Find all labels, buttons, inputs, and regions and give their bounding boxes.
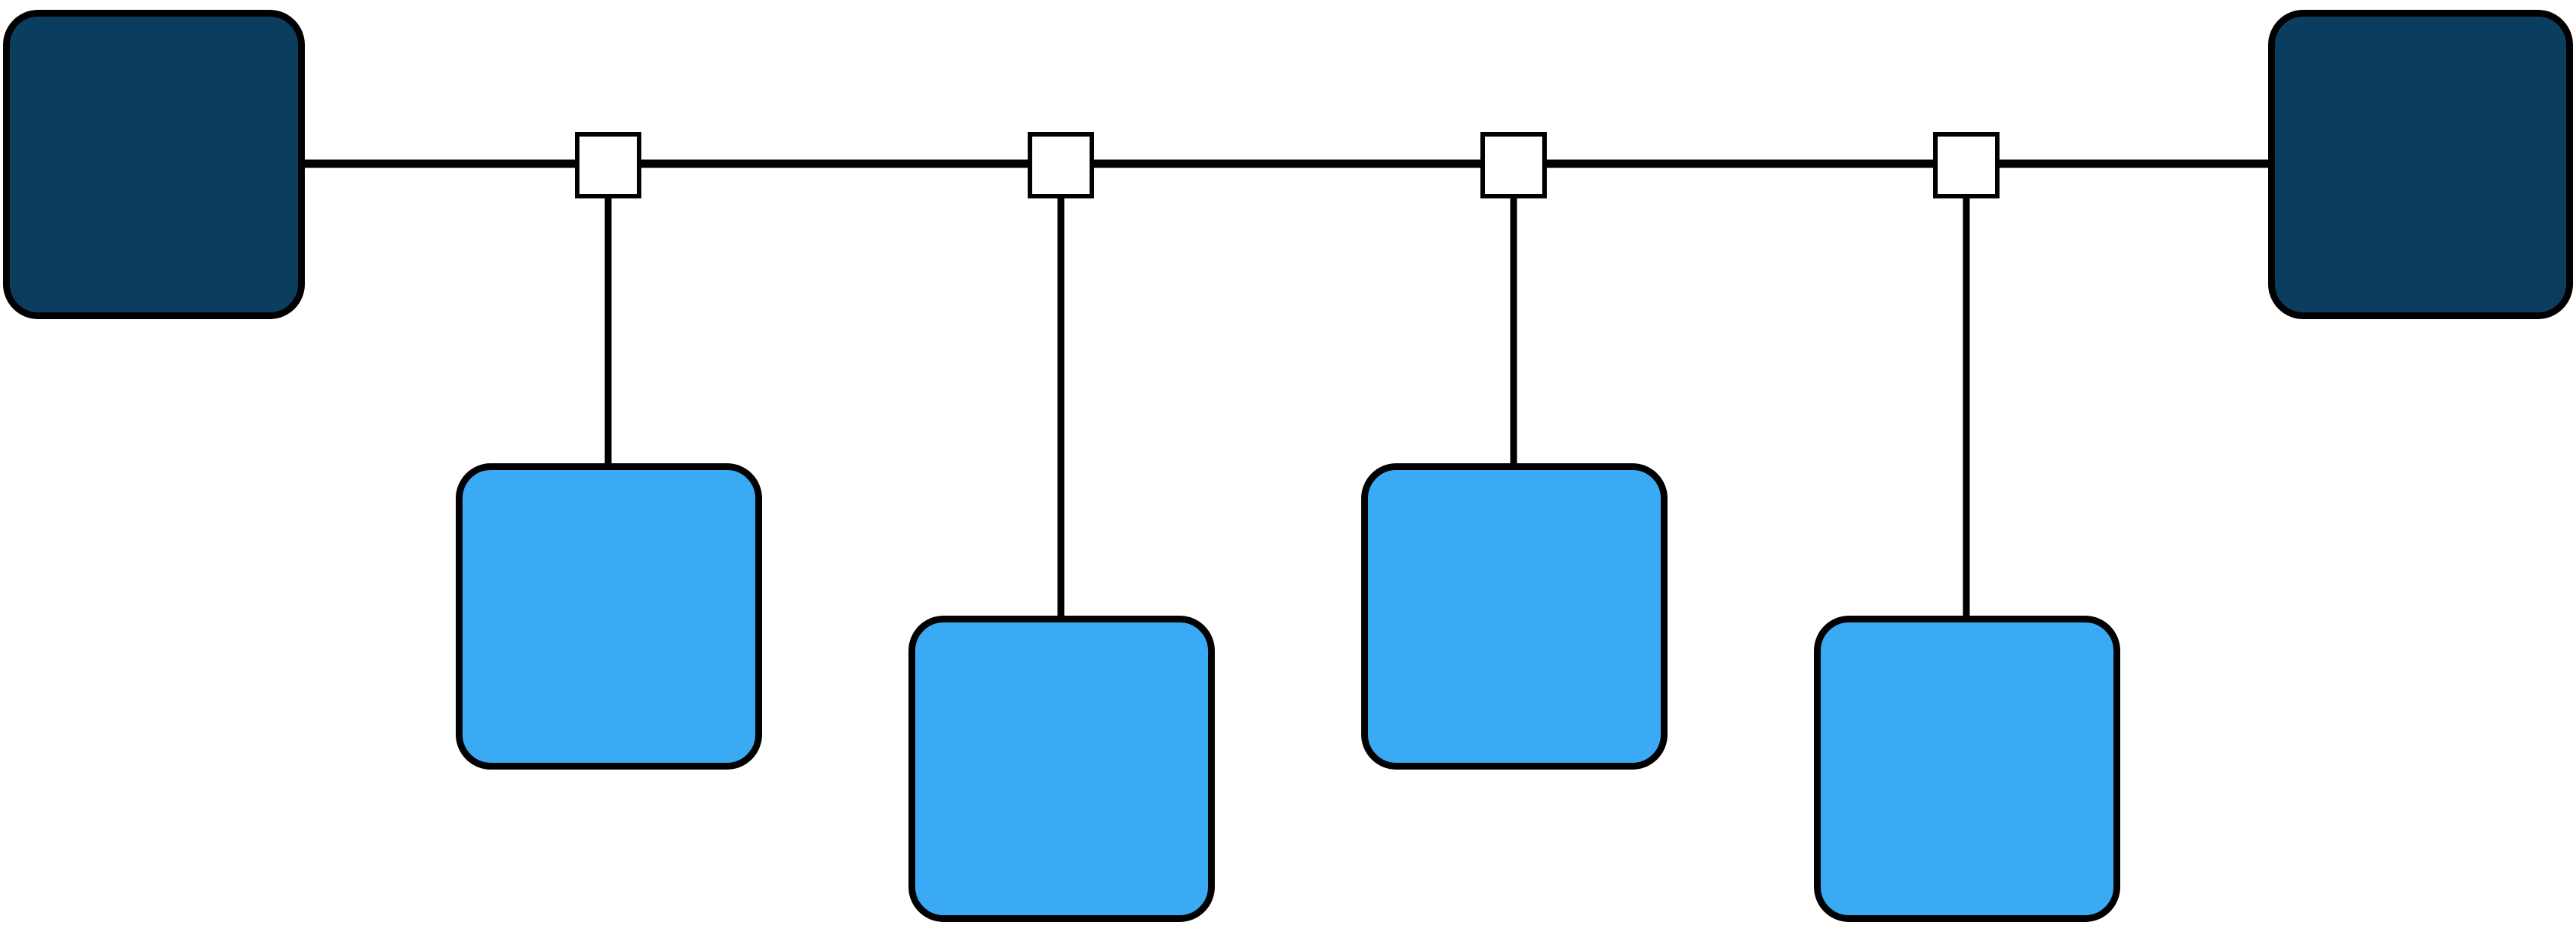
port-square-4[interactable]: [1933, 132, 2000, 198]
port-square-1[interactable]: [575, 132, 641, 198]
node-block-3[interactable]: [1361, 463, 1668, 770]
port-square-2[interactable]: [1028, 132, 1094, 198]
node-block-4[interactable]: [1814, 616, 2120, 922]
node-block-1[interactable]: [456, 463, 762, 770]
terminal-right-block[interactable]: [2268, 10, 2573, 319]
terminal-left-block[interactable]: [3, 10, 305, 319]
node-block-2[interactable]: [908, 616, 1215, 922]
port-square-3[interactable]: [1480, 132, 1547, 198]
